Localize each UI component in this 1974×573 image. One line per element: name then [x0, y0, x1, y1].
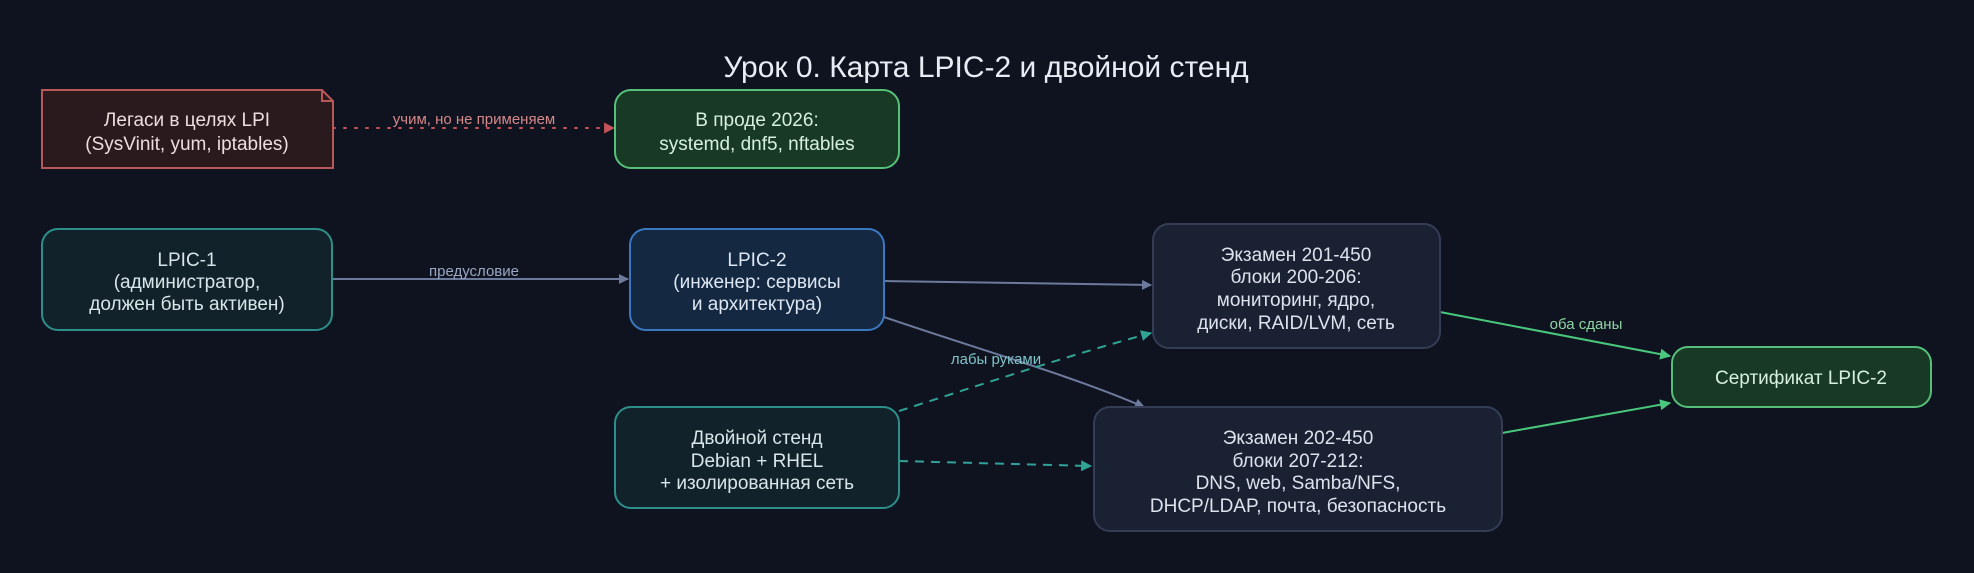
- node-lpic2: LPIC-2 (инженер: сервисы и архитектура): [629, 228, 885, 331]
- node-lpic1: LPIC-1 (администратор, должен быть актив…: [41, 228, 333, 331]
- edge-stand-to-exam201: [898, 330, 1153, 412]
- node-exam201-line-1: Экзамен 201-450: [1221, 245, 1372, 266]
- edge-label-prereq: предусловие: [429, 263, 519, 280]
- node-legacy-line-2: (SysVinit, yum, iptables): [85, 134, 288, 155]
- edge-stand-to-exam202: [898, 460, 1093, 472]
- node-exam202-line-1: Экзамен 202-450: [1223, 428, 1374, 449]
- node-cert-line-1: Сертификат LPIC-2: [1715, 368, 1887, 389]
- node-legacy: Легаси в целях LPI (SysVinit, yum, iptab…: [41, 89, 334, 169]
- node-legacy-line-1: Легаси в целях LPI: [104, 110, 270, 131]
- diagram-title: Урок 0. Карта LPIC-2 и двойной стенд: [723, 51, 1248, 84]
- node-lpic2-line-2: (инженер: сервисы: [673, 272, 840, 293]
- node-exam201-line-4: диски, RAID/LVM, сеть: [1197, 313, 1395, 334]
- node-exam201-line-3: мониторинг, ядро,: [1217, 290, 1375, 311]
- edge-exam202-to-cert: [1501, 399, 1672, 434]
- node-exam202-line-2: блоки 207-212:: [1232, 451, 1363, 472]
- edge-exam201-to-cert: [1439, 311, 1672, 360]
- node-lpic1-line-1: LPIC-1: [157, 250, 216, 271]
- node-exam201-line-2: блоки 200-206:: [1230, 267, 1361, 288]
- node-lpic2-line-1: LPIC-2: [727, 250, 786, 271]
- edge-lpic2-to-exam201: [883, 279, 1152, 290]
- node-exam-202: Экзамен 202-450 блоки 207-212: DNS, web,…: [1093, 406, 1503, 532]
- edge-label-legacy-prod: учим, но не применяем: [393, 111, 556, 128]
- node-stand-line-2: Debian + RHEL: [691, 451, 824, 472]
- node-stand-line-3: + изолированная сеть: [660, 473, 854, 494]
- node-lpic1-line-3: должен быть активен): [89, 294, 284, 315]
- edge-lpic2-to-exam202: [883, 316, 1145, 409]
- node-prod-line-1: В проде 2026:: [695, 110, 818, 131]
- node-exam-201: Экзамен 201-450 блоки 200-206: мониторин…: [1152, 223, 1441, 349]
- node-prod-line-2: systemd, dnf5, nftables: [659, 134, 854, 155]
- node-exam202-line-4: DHCP/LDAP, почта, безопасность: [1150, 496, 1446, 517]
- node-stand-line-1: Двойной стенд: [691, 428, 822, 449]
- node-exam202-line-3: DNS, web, Samba/NFS,: [1196, 473, 1401, 494]
- node-dual-stand: Двойной стенд Debian + RHEL + изолирован…: [614, 406, 900, 509]
- node-lpic2-line-3: и архитектура): [692, 294, 822, 315]
- edge-label-labs: лабы руками: [951, 351, 1041, 368]
- node-certificate: Сертификат LPIC-2: [1671, 346, 1932, 408]
- node-lpic1-line-2: (администратор,: [114, 272, 261, 293]
- node-prod: В проде 2026: systemd, dnf5, nftables: [614, 89, 900, 169]
- edge-label-both-passed: оба сданы: [1550, 316, 1623, 333]
